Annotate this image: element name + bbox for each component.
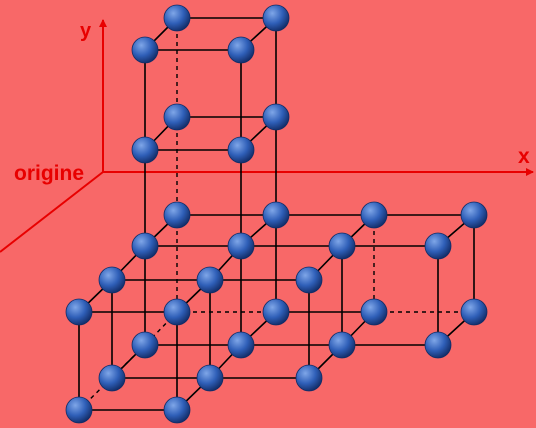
atom [460,298,488,326]
atom [98,266,126,294]
atom [227,36,255,64]
atom [131,36,159,64]
origin-label: origine [14,162,85,185]
atom [328,232,356,260]
atom [262,4,290,32]
atom [295,364,323,392]
atom [65,396,93,424]
z-axis-line [0,171,104,253]
atom [360,201,388,229]
atom [131,232,159,260]
y-axis-label: y [80,20,92,42]
atom [131,136,159,164]
atom [460,201,488,229]
atom [98,364,126,392]
atom [360,298,388,326]
atom [65,298,93,326]
atom [163,298,191,326]
atom [163,396,191,424]
atom [196,364,224,392]
atom [295,266,323,294]
atom [196,266,224,294]
atom [262,201,290,229]
atom [163,103,191,131]
atom [424,232,452,260]
atom [227,331,255,359]
atom [424,331,452,359]
atom [328,331,356,359]
atom [163,4,191,32]
atom [131,331,159,359]
atom [262,103,290,131]
atom [262,298,290,326]
atom [227,232,255,260]
axes-group [0,19,534,253]
atom [163,201,191,229]
x-axis-label: x [518,145,530,168]
atoms-group [65,4,488,424]
atom [227,136,255,164]
